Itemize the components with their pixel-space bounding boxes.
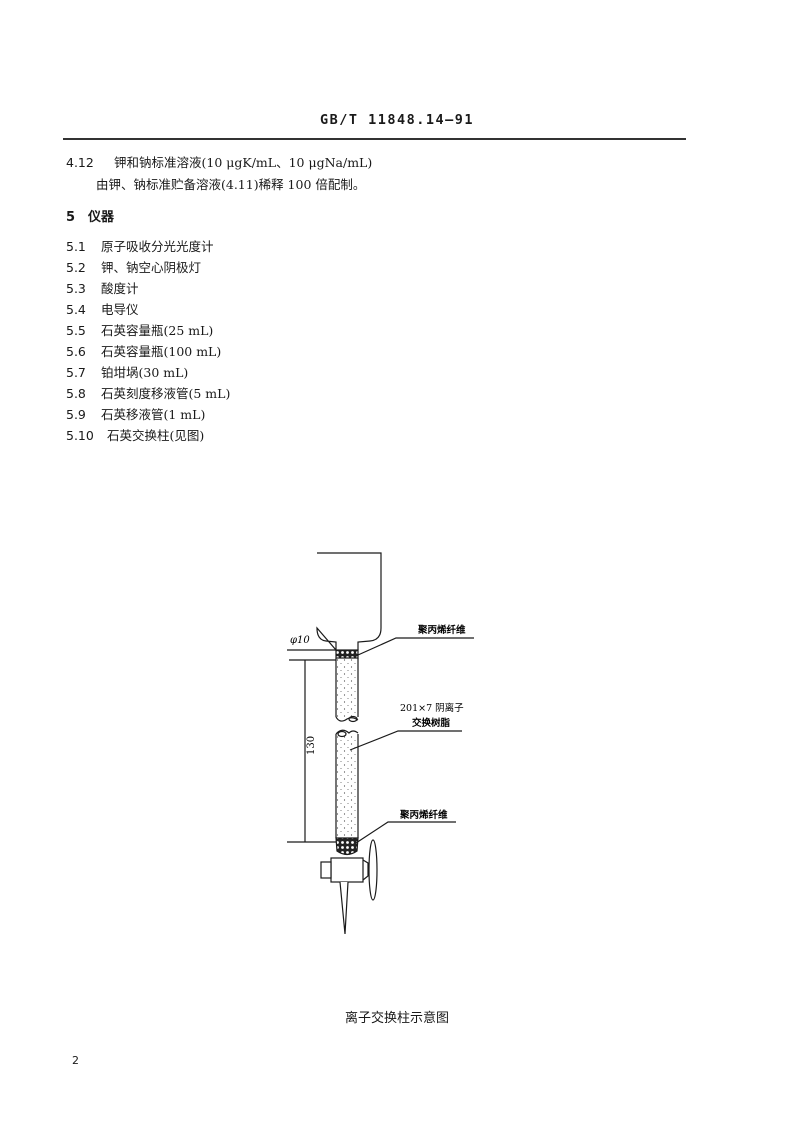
standard-code-header: GB/T 11848.14—91 [319,112,475,128]
length-label: 130 [306,736,317,755]
page-number: 2 [72,1054,79,1067]
bottom-fiber-label: 聚丙烯纤维 [399,809,448,821]
section-4-12-heading: 4.12 钾和钠标准溶液(10 μgK/mL、10 μgNa/mL) [66,152,372,171]
section-title: 仪器 [88,210,115,225]
figure-caption: 离子交换柱示意图 [344,1011,449,1026]
header-divider [63,138,686,140]
resin-label-line1: 201×7 阴离子 [400,702,464,714]
section-5-heading: 5 仪器 [66,206,114,225]
section-title: 钾和钠标准溶液(10 μgK/mL、10 μgNa/mL) [114,155,373,170]
section-4-12-body: 由钾、钠标准贮备溶液(4.11)稀释 100 倍配制。 [96,177,366,192]
resin-label-line2: 交换树脂 [412,717,451,729]
section-number: 4.12 [66,155,94,170]
section-number: 5 [66,210,76,225]
diameter-label: φ10 [290,635,310,646]
top-fiber-label: 聚丙烯纤维 [417,624,466,636]
